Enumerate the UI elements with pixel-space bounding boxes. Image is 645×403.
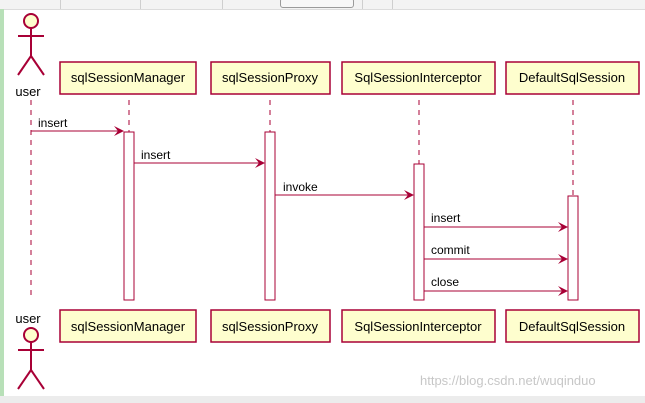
toolbar-separator xyxy=(60,0,61,9)
message-label-4: insert xyxy=(431,211,461,225)
participant-DefaultSqlSession-top xyxy=(505,61,640,95)
actor-user-top xyxy=(17,13,45,76)
toolbar-button[interactable] xyxy=(280,0,354,8)
bottom-scrollbar[interactable] xyxy=(0,396,645,403)
activation-DefaultSqlSession xyxy=(567,195,579,301)
toolbar-separator xyxy=(140,0,141,9)
participant-sqlSessionManager-bottom-label: sqlSessionManager xyxy=(71,319,186,334)
watermark: https://blog.csdn.net/wuqinduo xyxy=(420,373,596,388)
toolbar-separator xyxy=(222,0,223,9)
participant-DefaultSqlSession-top-label: DefaultSqlSession xyxy=(519,70,625,85)
participant-DefaultSqlSession-bottom xyxy=(505,309,640,343)
participant-sqlSessionProxy-top xyxy=(210,61,331,95)
participant-sqlSessionProxy-top-label: sqlSessionProxy xyxy=(222,70,319,85)
participant-DefaultSqlSession-bottom-label: DefaultSqlSession xyxy=(519,319,625,334)
toolbar-separator xyxy=(392,0,393,9)
left-gutter xyxy=(0,9,4,396)
top-toolbar xyxy=(0,0,645,10)
participant-SqlSessionInterceptor-top xyxy=(341,61,496,95)
participant-SqlSessionInterceptor-bottom xyxy=(341,309,496,343)
activation-SqlSessionInterceptor xyxy=(413,163,425,301)
activation-sqlSessionManager xyxy=(123,131,135,301)
actor-user-bottom-label: user xyxy=(15,311,41,326)
message-label-1: insert xyxy=(38,116,68,130)
participant-sqlSessionProxy-bottom-label: sqlSessionProxy xyxy=(222,319,319,334)
participant-sqlSessionManager-top-label: sqlSessionManager xyxy=(71,70,186,85)
participant-sqlSessionProxy-bottom xyxy=(210,309,331,343)
actor-user-bottom xyxy=(17,327,45,390)
toolbar-separator xyxy=(362,0,363,9)
message-label-6: close xyxy=(431,275,459,289)
activation-sqlSessionProxy xyxy=(264,131,276,301)
participant-SqlSessionInterceptor-top-label: SqlSessionInterceptor xyxy=(354,70,482,85)
message-label-2: insert xyxy=(141,148,171,162)
participant-SqlSessionInterceptor-bottom-label: SqlSessionInterceptor xyxy=(354,319,482,334)
message-label-5: commit xyxy=(431,243,470,257)
participant-sqlSessionManager-top xyxy=(59,61,197,95)
message-label-3: invoke xyxy=(283,180,318,194)
actor-user-top-label: user xyxy=(15,84,41,99)
participant-sqlSessionManager-bottom xyxy=(59,309,197,343)
